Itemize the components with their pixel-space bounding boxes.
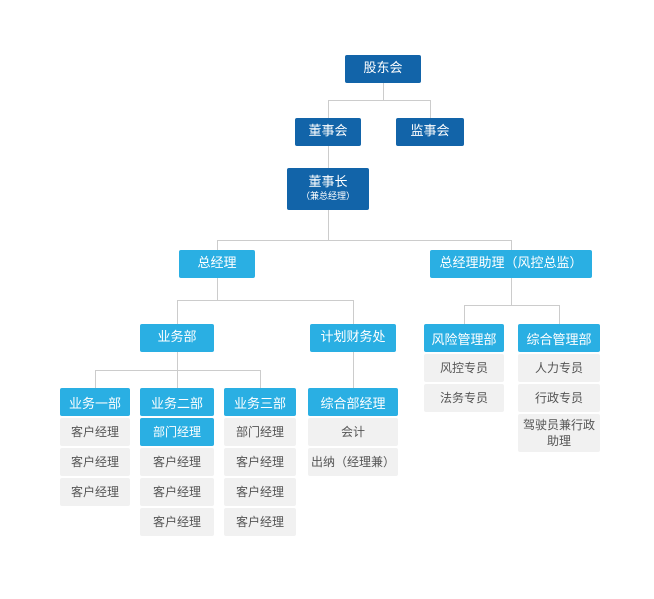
list-item: 客户经理: [60, 448, 130, 476]
connector-line: [260, 370, 261, 388]
node-supervisory-board: 监事会: [396, 118, 464, 146]
list-item: 部门经理: [224, 418, 296, 446]
node-business-3: 业务三部: [224, 388, 296, 416]
connector-line: [177, 352, 178, 370]
list-item: 驾驶员兼行政助理: [518, 414, 600, 453]
connector-line: [464, 305, 559, 306]
list-item: 客户经理: [60, 418, 130, 446]
node-chairman: 董事长 （兼总经理）: [287, 168, 369, 210]
node-board: 董事会: [295, 118, 361, 146]
list-item: 客户经理: [224, 478, 296, 506]
column-general-admin: 综合管理部 人力专员 行政专员 驾驶员兼行政助理: [518, 324, 600, 453]
connector-line: [464, 305, 465, 324]
connector-line: [95, 370, 96, 388]
connector-line: [217, 240, 511, 241]
connector-line: [511, 240, 512, 250]
column-business-1: 业务一部 客户经理 客户经理 客户经理: [60, 388, 130, 506]
list-item: 风控专员: [424, 354, 504, 382]
node-chairman-label: 董事长: [308, 175, 348, 191]
node-planning-finance: 计划财务处: [310, 324, 396, 352]
node-business-2: 业务二部: [140, 388, 214, 416]
list-item: 客户经理: [140, 508, 214, 536]
connector-line: [328, 210, 329, 240]
connector-line: [217, 240, 218, 250]
list-item: 会计: [308, 418, 398, 446]
connector-line: [353, 352, 354, 388]
node-chairman-sublabel: （兼总经理）: [300, 191, 355, 202]
list-item: 出纳（经理兼）: [308, 448, 398, 476]
node-business-dept: 业务部: [140, 324, 214, 352]
node-general-admin-dept: 综合管理部: [518, 324, 600, 352]
node-business-1: 业务一部: [60, 388, 130, 416]
list-item: 客户经理: [224, 448, 296, 476]
connector-line: [177, 300, 178, 324]
connector-line: [328, 100, 430, 101]
connector-line: [328, 100, 329, 118]
list-item: 客户经理: [60, 478, 130, 506]
column-risk-dept: 风险管理部 风控专员 法务专员: [424, 324, 504, 412]
connector-line: [559, 305, 560, 324]
connector-line: [177, 370, 178, 388]
connector-line: [217, 278, 218, 300]
node-shareholders: 股东会: [345, 55, 421, 83]
list-item: 行政专员: [518, 384, 600, 412]
list-item-highlighted: 部门经理: [140, 418, 214, 446]
connector-line: [328, 146, 329, 168]
node-gm-assistant: 总经理助理（风控总监）: [430, 250, 592, 278]
list-item: 法务专员: [424, 384, 504, 412]
list-item: 人力专员: [518, 354, 600, 382]
list-item: 客户经理: [140, 478, 214, 506]
list-item: 客户经理: [224, 508, 296, 536]
node-general-office-manager: 综合部经理: [308, 388, 398, 416]
column-business-2: 业务二部 部门经理 客户经理 客户经理 客户经理: [140, 388, 214, 536]
node-general-manager: 总经理: [179, 250, 255, 278]
column-business-3: 业务三部 部门经理 客户经理 客户经理 客户经理: [224, 388, 296, 536]
connector-line: [353, 300, 354, 324]
connector-line: [430, 100, 431, 118]
connector-line: [511, 278, 512, 305]
connector-line: [177, 300, 353, 301]
connector-line: [383, 83, 384, 100]
node-risk-dept: 风险管理部: [424, 324, 504, 352]
column-finance: 综合部经理 会计 出纳（经理兼）: [308, 388, 398, 476]
list-item: 客户经理: [140, 448, 214, 476]
